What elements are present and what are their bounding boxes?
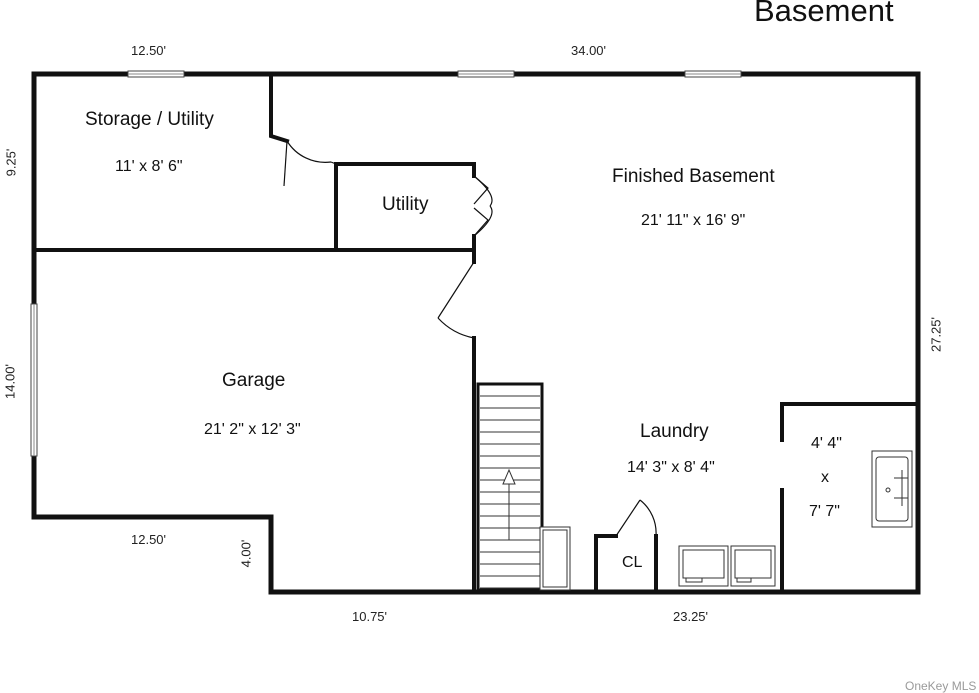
window-top-middle [457,70,515,78]
storage-room-name: Storage / Utility [85,109,214,130]
utility-room-name: Utility [382,194,429,215]
dim-garage-bottom: 12.50' [131,532,167,547]
laundry-name: Laundry [640,421,709,442]
dim-top-right: 34.00' [571,43,607,58]
utility-unit [539,526,571,591]
window-top-right [684,70,742,78]
garage-name: Garage [222,370,286,391]
laundry-dims: 14' 3" x 8' 4" [627,459,715,476]
dim-left-upper: 9.25' [3,148,19,177]
window-top-left [127,70,185,78]
dim-bottom-left: 10.75' [352,609,388,624]
dim-left-lower: 14.00' [2,364,18,400]
plan-title: Basement [754,0,894,28]
dim-top-left: 12.50' [131,43,167,58]
closet-label: CL [622,554,643,571]
storage-room-dims: 11' x 8' 6" [115,158,183,175]
dim-right: 27.25' [928,317,944,353]
bath-dim-x: x [821,469,829,486]
garage-door [30,303,38,457]
sink [871,450,913,528]
watermark: OneKey MLS [905,679,977,693]
interior-walls [34,74,918,592]
bath-dim-length: 7' 7" [809,503,840,520]
finished-basement-dims: 21' 11" x 16' 9" [641,212,746,229]
bath-dim-width: 4' 4" [811,435,842,452]
garage-dims: 21' 2" x 12' 3" [204,421,301,438]
dim-bottom-right: 23.25' [673,609,709,624]
door-swings [283,140,657,537]
washer-dryer [678,545,776,587]
dim-garage-step: 4.00' [238,539,254,568]
stairs [476,382,544,592]
finished-basement-name: Finished Basement [612,166,775,187]
